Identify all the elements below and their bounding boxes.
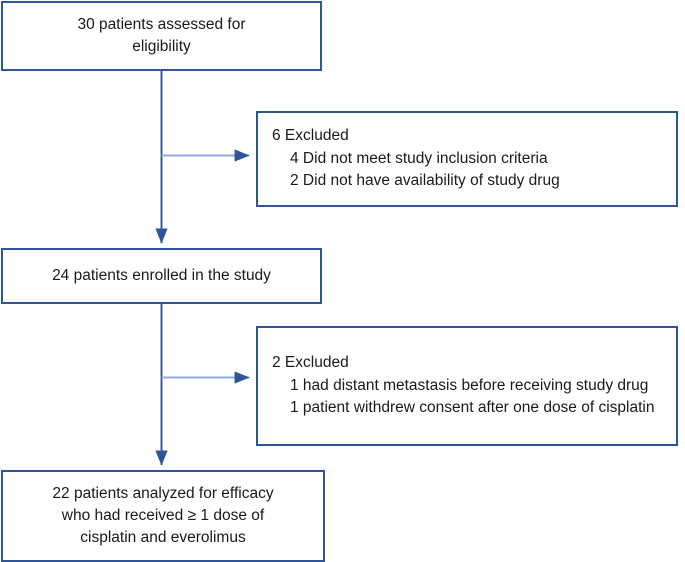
excluded-second-heading: 2 Excluded bbox=[272, 354, 349, 372]
excluded-first-item-2: 2 Did not have availability of study dru… bbox=[290, 172, 560, 190]
node-assessed-for-eligibility: 30 patients assessed for eligibility bbox=[1, 1, 322, 71]
node-patients-analyzed: 22 patients analyzed for efficacy who ha… bbox=[1, 470, 325, 562]
node-assessed-line-1: 30 patients assessed for bbox=[77, 16, 246, 33]
excluded-second-item-1: 1 had distant metastasis before receivin… bbox=[290, 376, 649, 394]
node-analyzed-line-2: who had received ≥ 1 dose of bbox=[61, 507, 265, 524]
node-excluded-second: 2 Excluded 1 had distant metastasis befo… bbox=[256, 326, 678, 446]
excluded-first-item-1: 4 Did not meet study inclusion criteria bbox=[290, 149, 548, 167]
excluded-first-heading: 6 Excluded bbox=[272, 127, 349, 145]
node-assessed-line-2: eligibility bbox=[132, 38, 191, 55]
node-analyzed-line-1: 22 patients analyzed for efficacy bbox=[52, 485, 274, 502]
node-enrolled-line-1: 24 patients enrolled in the study bbox=[52, 267, 271, 284]
node-analyzed-line-3: cisplatin and everolimus bbox=[80, 529, 246, 546]
node-excluded-first: 6 Excluded 4 Did not meet study inclusio… bbox=[256, 111, 678, 207]
excluded-second-item-2: 1 patient withdrew consent after one dos… bbox=[290, 399, 655, 417]
node-patients-enrolled: 24 patients enrolled in the study bbox=[1, 248, 322, 304]
